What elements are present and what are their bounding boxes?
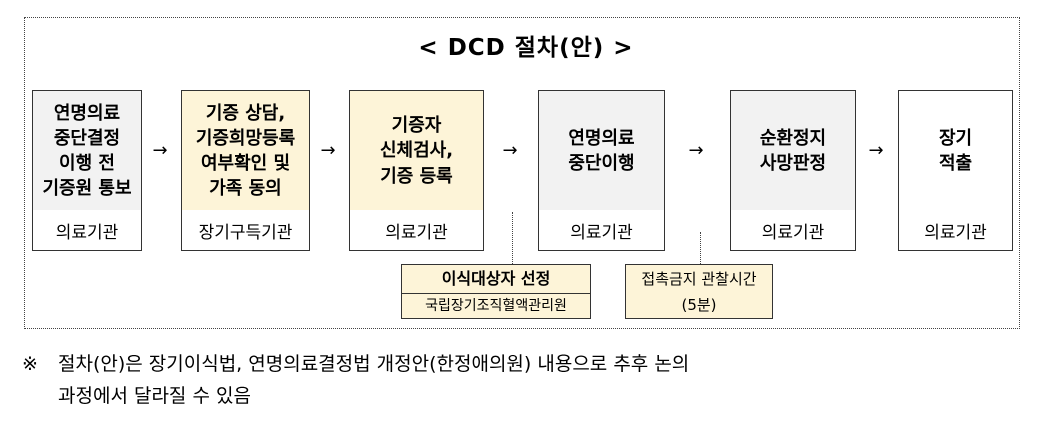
step-1-org: 의료기관 bbox=[33, 210, 141, 250]
diagram-frame bbox=[24, 17, 1020, 329]
observation-time-label: 접촉금지 관찰시간 bbox=[641, 270, 757, 288]
diagram-title: < DCD 절차(안) > bbox=[418, 35, 634, 61]
step-5-org: 의료기관 bbox=[731, 210, 855, 250]
step-2-org: 장기구득기관 bbox=[182, 210, 309, 250]
note-line-1: 절차(안)은 장기이식법, 연명의료결정법 개정안(한정애의원) 내용으로 추후… bbox=[58, 353, 690, 375]
step-5-label: 순환정지 사망판정 bbox=[731, 91, 855, 212]
arrow-4: → bbox=[688, 140, 704, 161]
step-box-1: 연명의료 중단결정 이행 전 기증원 통보 의료기관 bbox=[32, 90, 142, 251]
step-box-4: 연명의료 중단이행 의료기관 bbox=[538, 90, 665, 251]
step-6-label: 장기 적출 bbox=[899, 91, 1012, 212]
arrow-1: → bbox=[152, 140, 168, 161]
note-mark: ※ bbox=[22, 353, 38, 375]
arrow-2: → bbox=[320, 140, 336, 161]
arrow-5: → bbox=[868, 140, 884, 161]
step-3-label: 기증자 신체검사, 기증 등록 bbox=[350, 91, 483, 212]
arrow-3: → bbox=[502, 140, 518, 161]
step-box-2: 기증 상담, 기증희망등록 여부확인 및 가족 동의 장기구득기관 bbox=[181, 90, 310, 251]
step-4-label: 연명의료 중단이행 bbox=[539, 91, 664, 212]
recipient-selection-box: 이식대상자 선정 국립장기조직혈액관리원 bbox=[401, 264, 591, 319]
recipient-selection-heading: 이식대상자 선정 bbox=[402, 265, 590, 294]
step-box-5: 순환정지 사망판정 의료기관 bbox=[730, 90, 856, 251]
step-box-6: 장기 적출 의료기관 bbox=[898, 90, 1013, 251]
step-3-org: 의료기관 bbox=[350, 210, 483, 250]
observation-time-duration: (5분) bbox=[681, 296, 717, 314]
recipient-selection-org: 국립장기조직혈액관리원 bbox=[425, 298, 567, 314]
step-4-org: 의료기관 bbox=[539, 210, 664, 250]
footnote: ※ 절차(안)은 장기이식법, 연명의료결정법 개정안(한정애의원) 내용으로 추… bbox=[22, 348, 1032, 413]
step-2-label: 기증 상담, 기증희망등록 여부확인 및 가족 동의 bbox=[182, 91, 309, 212]
step-box-3: 기증자 신체검사, 기증 등록 의료기관 bbox=[349, 90, 484, 251]
step-1-label: 연명의료 중단결정 이행 전 기증원 통보 bbox=[33, 91, 141, 212]
observation-time-box: 접촉금지 관찰시간 (5분) bbox=[625, 264, 773, 319]
note-line-2: 과정에서 달라질 수 있음 bbox=[58, 385, 251, 408]
connector-line-2 bbox=[700, 232, 701, 264]
connector-line-1 bbox=[512, 212, 513, 264]
step-6-org: 의료기관 bbox=[899, 210, 1012, 250]
